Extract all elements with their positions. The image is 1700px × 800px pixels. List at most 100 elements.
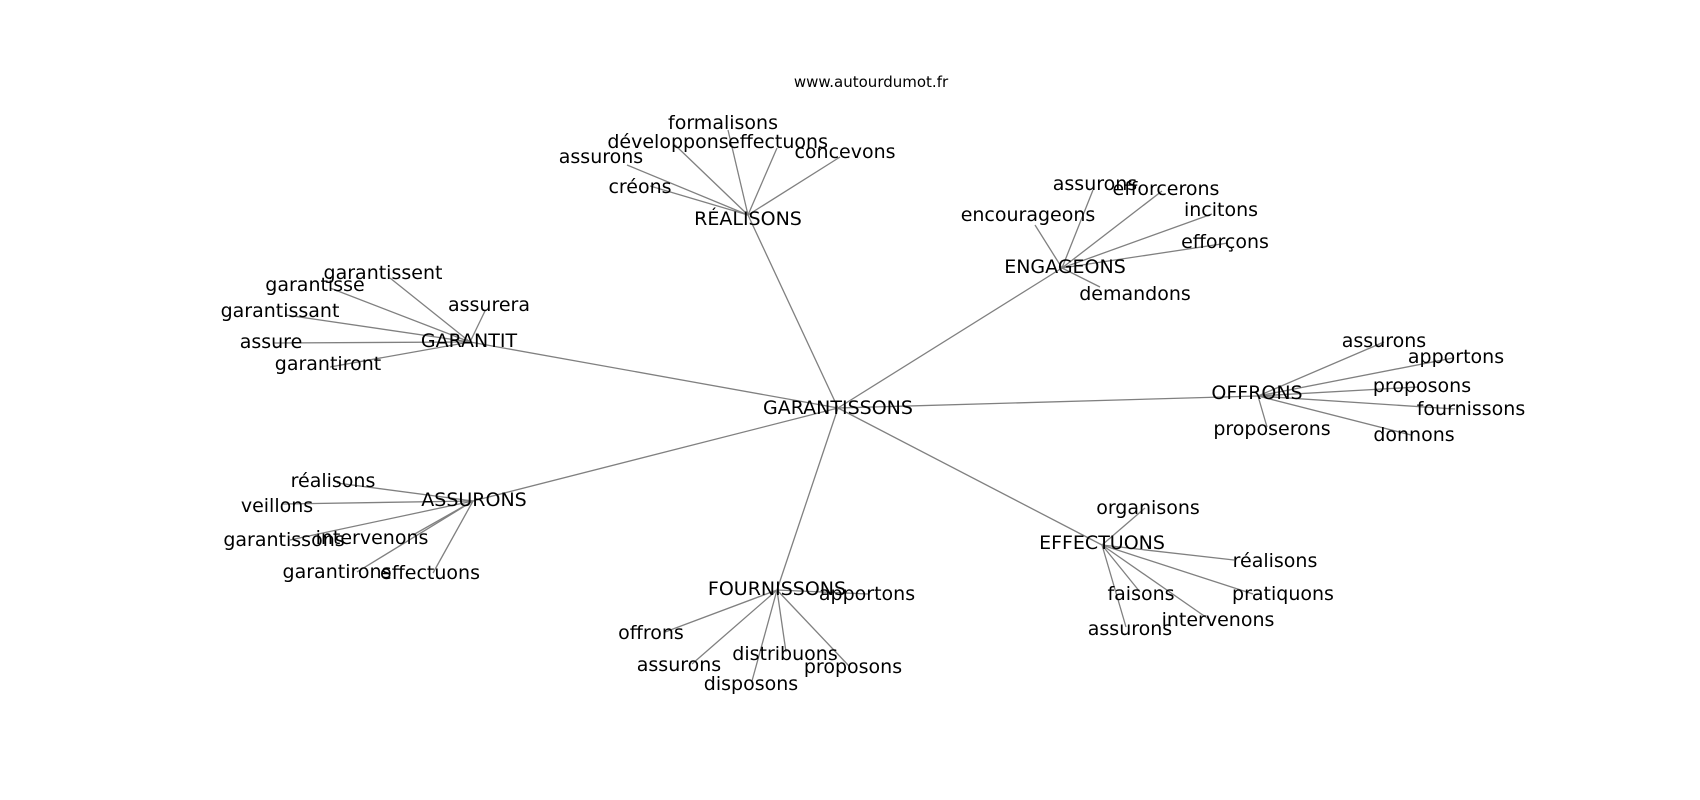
edge-fournissons-2 bbox=[776, 589, 787, 653]
edge-root-offrons bbox=[837, 395, 1259, 409]
source-credit: www.autourdumot.fr bbox=[794, 73, 949, 91]
hub-label-garantit: GARANTIT bbox=[421, 330, 518, 352]
hub-label-engageons: ENGAGEONS bbox=[1004, 256, 1126, 278]
leaf-label-fournissons-2: distribuons bbox=[732, 643, 837, 665]
leaf-label-garantit-3: garantissant bbox=[221, 300, 340, 322]
leaf-label-assurons-1: veillons bbox=[241, 495, 313, 517]
edge-fournissons-0 bbox=[776, 589, 869, 595]
edge-effectuons-4 bbox=[1101, 544, 1211, 621]
hub-label-offrons: OFFRONS bbox=[1211, 382, 1302, 404]
edge-realisons-0 bbox=[727, 129, 749, 216]
leaf-label-offrons-3: fournissons bbox=[1417, 398, 1526, 420]
edge-root-realisons bbox=[747, 214, 839, 409]
leaf-label-fournissons-4: proposons bbox=[804, 656, 902, 678]
edge-assurons-2 bbox=[289, 500, 474, 541]
leaf-label-effectuons-3: pratiquons bbox=[1232, 583, 1334, 605]
edge-effectuons-1 bbox=[1101, 544, 1235, 561]
edge-offrons-1 bbox=[1257, 357, 1454, 397]
edge-root-engageons bbox=[837, 267, 1063, 409]
leaf-label-assurons-2: garantissons bbox=[223, 529, 344, 551]
edge-fournissons-4 bbox=[776, 589, 850, 667]
edge-engageons-2 bbox=[1034, 224, 1063, 269]
edge-effectuons-0 bbox=[1101, 507, 1146, 546]
edge-offrons-4 bbox=[1257, 395, 1268, 428]
edge-assurons-0 bbox=[336, 482, 474, 502]
edge-garantit-2 bbox=[469, 310, 486, 343]
edge-garantit-3 bbox=[285, 314, 471, 343]
leaf-label-effectuons-1: réalisons bbox=[1233, 550, 1318, 572]
edge-engageons-4 bbox=[1061, 242, 1229, 269]
edge-realisons-2 bbox=[747, 147, 778, 216]
edge-assurons-5 bbox=[432, 500, 474, 574]
leaf-label-realisons-5: créons bbox=[608, 176, 671, 198]
edge-garantit-1 bbox=[329, 287, 471, 343]
edge-layer bbox=[272, 129, 1456, 682]
root-label: GARANTISSONS bbox=[763, 397, 913, 419]
leaf-label-realisons-1: développons bbox=[607, 131, 728, 153]
leaf-label-garantit-4: assure bbox=[240, 331, 303, 353]
leaf-label-offrons-0: assurons bbox=[1342, 330, 1426, 352]
leaf-label-effectuons-5: assurons bbox=[1088, 618, 1172, 640]
edge-offrons-3 bbox=[1257, 395, 1456, 410]
hub-label-realisons: RÉALISONS bbox=[694, 207, 802, 230]
edge-root-assurons bbox=[472, 407, 839, 502]
edge-assurons-1 bbox=[282, 500, 474, 505]
edge-engageons-3 bbox=[1061, 213, 1213, 269]
edge-engageons-0 bbox=[1061, 189, 1094, 269]
leaf-label-offrons-4: proposerons bbox=[1213, 418, 1330, 440]
hub-label-assurons: ASSURONS bbox=[421, 489, 526, 511]
leaf-label-effectuons-2: faisons bbox=[1107, 583, 1174, 605]
leaf-label-offrons-2: proposons bbox=[1373, 375, 1471, 397]
leaf-label-garantit-2: assurera bbox=[448, 294, 530, 316]
leaf-label-engageons-3: incitons bbox=[1184, 199, 1258, 221]
edge-effectuons-5 bbox=[1101, 544, 1127, 628]
edge-garantit-4 bbox=[272, 341, 471, 344]
edge-offrons-2 bbox=[1257, 386, 1419, 397]
hub-label-fournissons: FOURNISSONS bbox=[708, 578, 846, 600]
leaf-label-realisons-0: formalisons bbox=[668, 112, 778, 134]
edge-effectuons-3 bbox=[1101, 544, 1254, 595]
edge-assurons-4 bbox=[356, 500, 474, 573]
edge-engageons-1 bbox=[1061, 190, 1163, 269]
leaf-label-garantit-0: garantissent bbox=[324, 262, 443, 284]
leaf-label-offrons-5: donnons bbox=[1373, 424, 1454, 446]
edge-root-fournissons bbox=[776, 407, 839, 591]
edge-realisons-4 bbox=[747, 156, 841, 216]
leaf-label-fournissons-3: assurons bbox=[637, 654, 721, 676]
leaf-label-engageons-4: efforçons bbox=[1181, 231, 1269, 253]
leaf-label-engageons-0: assurons bbox=[1053, 173, 1137, 195]
edge-effectuons-2 bbox=[1101, 544, 1141, 593]
edge-fournissons-1 bbox=[664, 589, 778, 633]
edge-offrons-0 bbox=[1257, 341, 1385, 397]
leaf-label-engageons-5: demandons bbox=[1079, 283, 1191, 305]
leaf-label-engageons-1: efforcerons bbox=[1113, 178, 1220, 200]
leaf-label-assurons-5: effectuons bbox=[380, 562, 480, 584]
edge-garantit-0 bbox=[389, 277, 471, 343]
leaf-label-realisons-2: effectuons bbox=[728, 131, 828, 153]
leaf-label-garantit-5: garantiront bbox=[275, 353, 381, 375]
edge-realisons-1 bbox=[674, 144, 749, 216]
edge-engageons-5 bbox=[1061, 267, 1101, 288]
edge-realisons-5 bbox=[649, 185, 749, 216]
leaf-label-realisons-4: concevons bbox=[794, 141, 895, 163]
leaf-label-fournissons-0: apportons bbox=[819, 583, 915, 605]
leaf-label-fournissons-1: offrons bbox=[618, 622, 684, 644]
edge-garantit-5 bbox=[329, 341, 471, 368]
edge-root-effectuons bbox=[837, 407, 1103, 546]
edge-fournissons-5 bbox=[751, 589, 778, 682]
leaf-label-offrons-1: apportons bbox=[1408, 346, 1504, 368]
edge-fournissons-3 bbox=[691, 589, 778, 665]
leaf-label-realisons-3: assurons bbox=[559, 146, 643, 168]
hub-label-effectuons: EFFECTUONS bbox=[1039, 532, 1165, 554]
edge-root-garantit bbox=[469, 341, 839, 409]
edge-offrons-5 bbox=[1257, 395, 1412, 436]
edge-realisons-3 bbox=[626, 164, 749, 216]
leaf-label-fournissons-5: disposons bbox=[704, 673, 798, 695]
leaf-label-assurons-4: garantirons bbox=[283, 561, 392, 583]
leaf-label-assurons-3: intervenons bbox=[316, 527, 429, 549]
leaf-label-garantit-1: garantisse bbox=[265, 274, 364, 296]
leaf-label-effectuons-0: organisons bbox=[1096, 497, 1200, 519]
leaf-label-engageons-2: encourageons bbox=[961, 204, 1096, 226]
